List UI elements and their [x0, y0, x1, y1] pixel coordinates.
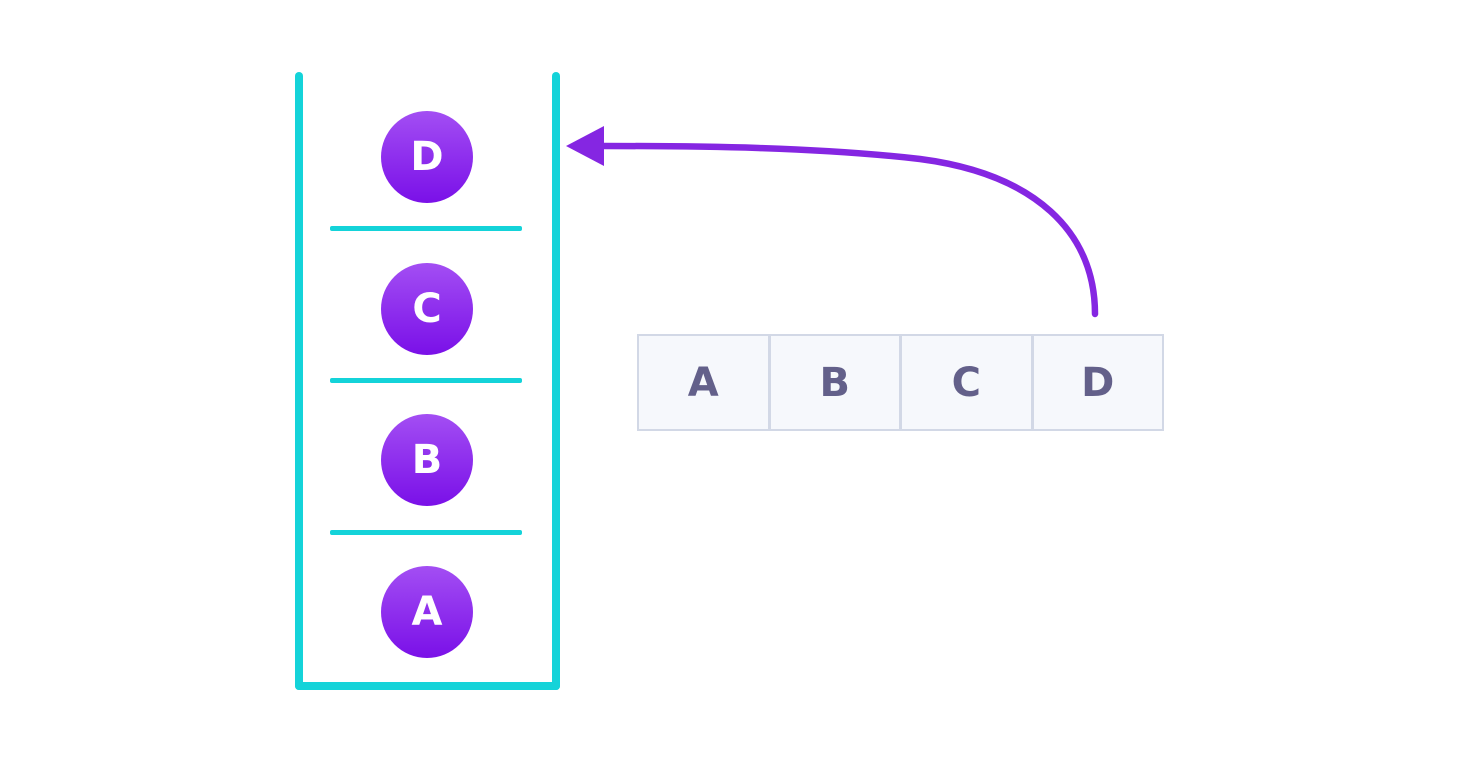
stack-divider	[330, 378, 522, 383]
stack-right-wall	[552, 72, 560, 690]
stack-item-circle-a: A	[381, 566, 473, 658]
array-cell-a: A	[639, 336, 771, 429]
stack-item-circle-c: C	[381, 263, 473, 355]
stack-item-label: C	[412, 286, 442, 332]
push-arrow-head	[566, 126, 604, 166]
stack-item-circle-b: B	[381, 414, 473, 506]
array-cell-label: A	[687, 359, 719, 406]
push-arrow-curve	[600, 142, 1099, 318]
stack-container: D C B A	[295, 72, 560, 690]
stack-item-circle-d: D	[381, 111, 473, 203]
array-container: A B C D	[637, 334, 1164, 431]
stack-item-label: A	[411, 589, 443, 635]
array-cell-d: D	[1033, 336, 1162, 429]
array-cell-label: C	[951, 359, 981, 406]
stack-divider	[330, 530, 522, 535]
stack-item-label: D	[410, 134, 444, 180]
stack-divider	[330, 226, 522, 231]
array-cell-c: C	[902, 336, 1034, 429]
array-cell-label: B	[819, 359, 851, 406]
stack-left-wall	[295, 72, 303, 690]
array-cell-b: B	[770, 336, 902, 429]
stack-item-label: B	[411, 437, 443, 483]
array-cell-label: D	[1081, 359, 1115, 406]
stack-bottom-wall	[295, 682, 560, 690]
